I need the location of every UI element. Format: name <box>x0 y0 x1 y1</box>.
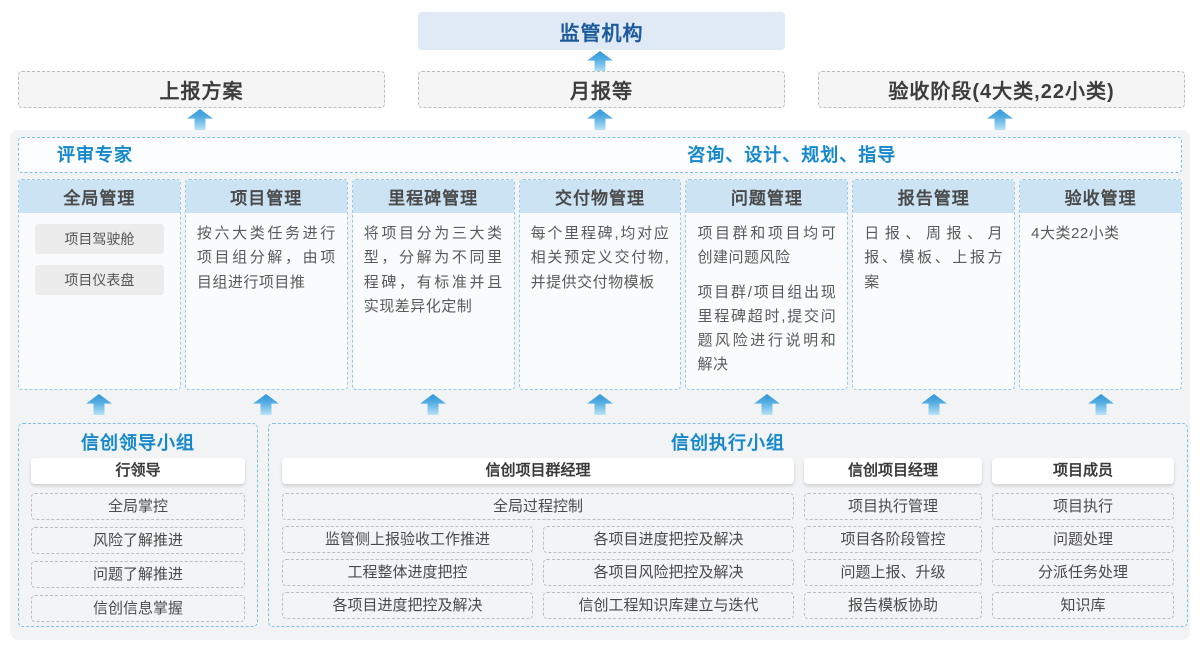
column-title: 报告管理 <box>853 180 1015 213</box>
stage-report-plan-label: 上报方案 <box>159 81 244 103</box>
column-report-management: 报告管理 日报、周报、月报、模板、上报方案 <box>852 179 1016 390</box>
stage-monthly-report-label: 月报等 <box>570 81 633 103</box>
stage-report-plan: 上报方案 <box>18 71 385 108</box>
pgm-item: 信创工程知识库建立与迭代 <box>543 592 794 619</box>
pgm-item: 工程整体进度把控 <box>282 559 533 586</box>
leader-item: 问题了解推进 <box>31 561 245 588</box>
column-project-management: 项目管理 按六大类任务进行项目组分解，由项目组进行项目推 <box>184 179 348 390</box>
column-description: 项目群和项目均可创建问题风险 项目群/项目组出现里程碑超时,提交问题风险进行说明… <box>686 213 847 378</box>
leader-item: 信创信息掌握 <box>31 595 245 622</box>
column-title: 验收管理 <box>1020 180 1182 213</box>
leader-item: 风险了解推进 <box>31 527 245 554</box>
column-issue-management: 问题管理 项目群和项目均可创建问题风险 项目群/项目组出现里程碑超时,提交问题风… <box>685 179 849 390</box>
stage-acceptance: 验收阶段(4大类,22小类) <box>818 71 1185 108</box>
column-description: 4大类22小类 <box>1031 225 1120 242</box>
column-title: 全局管理 <box>19 180 180 213</box>
pgm-item: 监管侧上报验收工作推进 <box>282 526 533 553</box>
column-title: 项目管理 <box>185 180 347 213</box>
column-title: 里程碑管理 <box>352 180 514 213</box>
leader-group-title: 信创领导小组 <box>81 433 195 453</box>
exec-columns: 信创项目群经理 全局过程控制 监管侧上报验收工作推进 各项目进度把控及解决 工程… <box>282 458 1174 625</box>
pm-item: 项目各阶段管控 <box>804 526 982 553</box>
chip-project-dashboard: 项目仪表盘 <box>35 265 164 295</box>
role-bank-leader: 行领导 <box>31 458 245 484</box>
issue-paragraph-1: 项目群和项目均可创建问题风险 <box>697 225 837 267</box>
pm-item: 报告模板协助 <box>804 592 982 619</box>
pgm-item: 各项目进度把控及解决 <box>282 592 533 619</box>
member-item: 知识库 <box>992 592 1174 619</box>
exec-group: 信创执行小组 信创项目群经理 全局过程控制 监管侧上报验收工作推进 各项目进度把… <box>268 423 1188 627</box>
consulting-label: 咨询、设计、规划、指导 <box>687 145 897 165</box>
column-description: 按六大类任务进行项目组分解，由项目组进行项目推 <box>196 225 336 291</box>
issue-paragraph-2: 项目群/项目组出现里程碑超时,提交问题风险进行说明和解决 <box>697 283 837 374</box>
review-experts-label: 评审专家 <box>57 145 133 165</box>
program-manager-column: 信创项目群经理 全局过程控制 监管侧上报验收工作推进 各项目进度把控及解决 工程… <box>282 458 794 625</box>
role-member: 项目成员 <box>992 458 1174 484</box>
member-column: 项目成员 项目执行 问题处理 分派任务处理 知识库 <box>992 458 1174 625</box>
exec-group-title: 信创执行小组 <box>671 433 785 453</box>
expert-bar: 评审专家 咨询、设计、规划、指导 <box>18 137 1182 173</box>
up-arrow-icon <box>987 109 1013 130</box>
role-project-manager: 信创项目经理 <box>804 458 982 484</box>
column-deliverable-management: 交付物管理 每个里程碑,均对应相关预定义交付物,并提供交付物模板 <box>518 179 682 390</box>
column-title: 交付物管理 <box>519 180 681 213</box>
column-title: 问题管理 <box>686 180 848 213</box>
project-manager-column: 信创项目经理 项目执行管理 项目各阶段管控 问题上报、升级 报告模板协助 <box>804 458 982 625</box>
role-program-manager: 信创项目群经理 <box>282 458 794 484</box>
chip-project-cockpit: 项目驾驶舱 <box>35 224 164 254</box>
column-description: 将项目分为三大类型，分解为不同里程碑，有标准并且实现差异化定制 <box>363 225 503 315</box>
up-arrow-icon <box>587 51 613 72</box>
regulator-node: 监管机构 <box>418 12 785 50</box>
stage-monthly-report: 月报等 <box>418 71 785 108</box>
column-description: 每个里程碑,均对应相关预定义交付物,并提供交付物模板 <box>530 225 670 291</box>
regulator-label: 监管机构 <box>559 22 644 45</box>
column-milestone-management: 里程碑管理 将项目分为三大类型，分解为不同里程碑，有标准并且实现差异化定制 <box>351 179 515 390</box>
column-acceptance-management: 验收管理 4大类22小类 <box>1019 179 1183 390</box>
member-item: 问题处理 <box>992 526 1174 553</box>
member-item: 分派任务处理 <box>992 559 1174 586</box>
leader-group: 信创领导小组 行领导 全局掌控 风险了解推进 问题了解推进 信创信息掌握 <box>18 423 258 627</box>
column-description: 日报、周报、月报、模板、上报方案 <box>864 225 1004 291</box>
pm-item: 问题上报、升级 <box>804 559 982 586</box>
pm-item: 项目执行管理 <box>804 493 982 520</box>
column-global-management: 全局管理 项目驾驶舱 项目仪表盘 <box>18 179 181 390</box>
member-item: 项目执行 <box>992 493 1174 520</box>
up-arrow-icon <box>187 109 213 130</box>
up-arrow-icon <box>587 109 613 130</box>
pgm-item: 各项目进度把控及解决 <box>543 526 794 553</box>
pgm-item-grid: 监管侧上报验收工作推进 各项目进度把控及解决 工程整体进度把控 各项目风险把控及… <box>282 526 794 625</box>
leader-item: 全局掌控 <box>31 493 245 520</box>
stage-acceptance-label: 验收阶段(4大类,22小类) <box>888 81 1115 103</box>
pgm-item: 各项目风险把控及解决 <box>543 559 794 586</box>
pgm-item-full: 全局过程控制 <box>282 493 794 520</box>
management-columns: 全局管理 项目驾驶舱 项目仪表盘 项目管理 按六大类任务进行项目组分解，由项目组… <box>18 179 1183 390</box>
